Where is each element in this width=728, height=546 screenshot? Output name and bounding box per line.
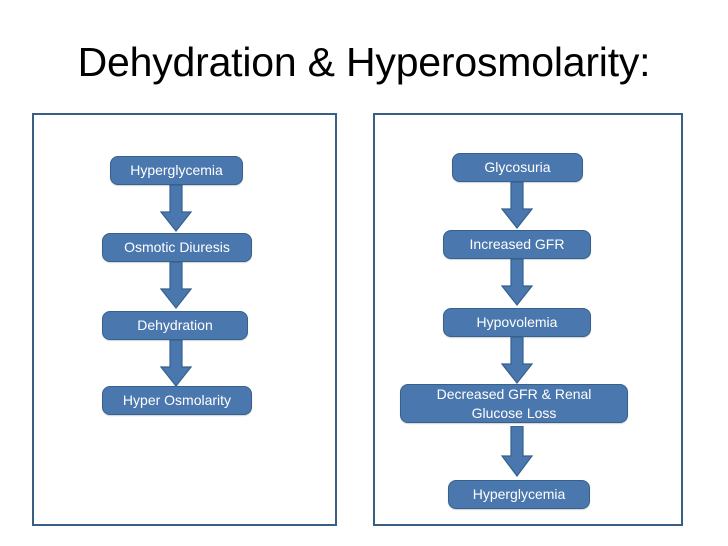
- node-label: Hyperglycemia: [472, 486, 566, 502]
- node-label-line2: Glucose Loss: [471, 404, 557, 421]
- node-label: Hyperglycemia: [130, 162, 223, 178]
- node-hyper-osmolarity[interactable]: Hyper Osmolarity: [102, 386, 252, 415]
- node-label: Dehydration: [137, 317, 213, 333]
- arrow-down-icon: [160, 262, 192, 310]
- arrow-down-icon: [501, 182, 533, 230]
- node-increased-gfr[interactable]: Increased GFR: [443, 230, 591, 259]
- node-label: Glycosuria: [484, 159, 551, 175]
- arrow-down-icon: [501, 426, 533, 478]
- arrow-down-icon: [501, 337, 533, 385]
- node-osmotic-diuresis[interactable]: Osmotic Diuresis: [102, 233, 252, 262]
- node-hypovolemia[interactable]: Hypovolemia: [443, 308, 591, 337]
- arrow-down-icon: [160, 340, 192, 388]
- node-glycosuria[interactable]: Glycosuria: [452, 153, 583, 182]
- node-hyperglycemia-left[interactable]: Hyperglycemia: [110, 156, 243, 185]
- node-label: Hyper Osmolarity: [122, 392, 232, 408]
- arrow-down-icon: [160, 185, 192, 233]
- node-label-line1: Decreased GFR & Renal: [436, 385, 592, 402]
- node-label: Hypovolemia: [476, 314, 558, 330]
- node-decreased-gfr-renal-glucose-loss[interactable]: Decreased GFR & Renal Glucose Loss: [400, 384, 628, 423]
- page-title: Dehydration & Hyperosmolarity:: [77, 39, 651, 85]
- arrow-down-icon: [501, 259, 533, 307]
- node-hyperglycemia-right[interactable]: Hyperglycemia: [448, 480, 590, 509]
- node-label: Increased GFR: [469, 236, 565, 252]
- node-label: Osmotic Diuresis: [124, 239, 230, 255]
- node-dehydration[interactable]: Dehydration: [102, 311, 248, 340]
